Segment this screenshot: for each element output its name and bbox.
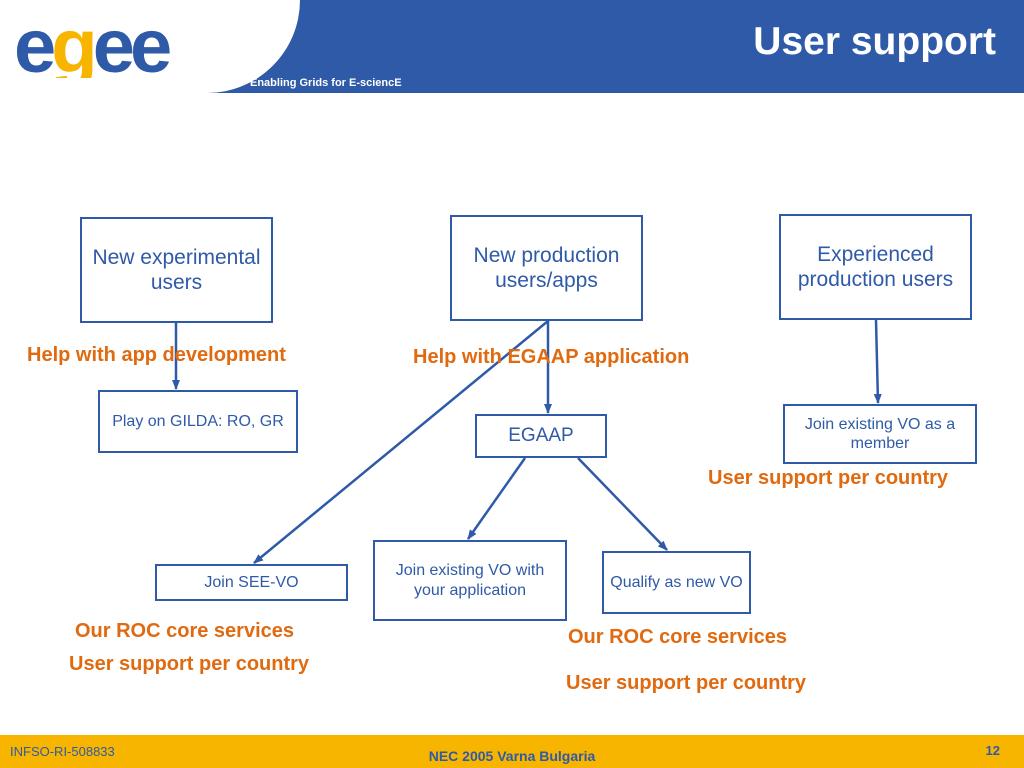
arrow-experienced-to-vo-member [873, 319, 882, 404]
tagline: Enabling Grids for E-sciencE [250, 77, 402, 89]
svg-text:egee: egee [14, 18, 170, 78]
label-roc-core-services-right: Our ROC core services [568, 626, 787, 648]
box-join-vo-application: Join existing VO with your application [373, 540, 567, 621]
label-help-egaap-application: Help with EGAAP application [413, 346, 690, 368]
box-egaap: EGAAP [475, 414, 607, 458]
arrow-egaap-to-qualify-vo [577, 457, 668, 551]
label-user-support-country-right: User support per country [708, 467, 949, 489]
box-qualify-new-vo: Qualify as new VO [602, 551, 751, 614]
egee-logo: egee [14, 18, 175, 78]
footer-event: NEC 2005 Varna Bulgaria [428, 748, 596, 764]
label-roc-core-services-left: Our ROC core services [75, 620, 294, 642]
arrow-egaap-to-join-vo-app [466, 457, 527, 540]
slide-header: egee Enabling Grids for E-sciencE User s… [0, 0, 1024, 93]
box-new-experimental-users: New experimental users [80, 217, 273, 323]
box-new-production-users: New production users/apps [450, 215, 643, 321]
box-join-vo-member: Join existing VO as a member [783, 404, 977, 464]
box-play-on-gilda: Play on GILDA: RO, GR [98, 390, 298, 453]
footer-project-id: INFSO-RI-508833 [10, 744, 115, 759]
slide-footer: INFSO-RI-508833 NEC 2005 Varna Bulgaria … [0, 735, 1024, 768]
label-user-support-country-bottom: User support per country [566, 672, 807, 694]
logo-area: egee [0, 0, 300, 93]
box-experienced-production-users: Experienced production users [779, 214, 972, 320]
footer-page-number: 12 [985, 743, 1000, 758]
slide-title: User support [753, 20, 996, 63]
label-user-support-country-left: User support per country [69, 653, 310, 675]
arrow-production-to-see-vo [253, 320, 549, 564]
box-join-see-vo: Join SEE-VO [155, 564, 348, 601]
label-help-app-development: Help with app development [27, 344, 286, 366]
